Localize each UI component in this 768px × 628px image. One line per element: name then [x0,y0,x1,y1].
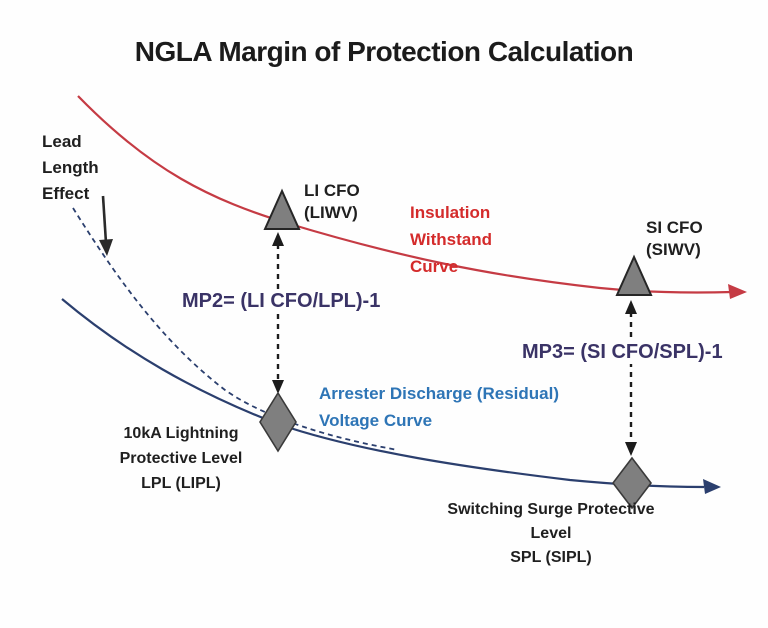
lead-length-line: Effect [42,184,90,203]
arrester-line: Voltage Curve [319,411,433,430]
li-cfo-triangle [263,188,301,230]
lpl-line: LPL (LIPL) [141,475,221,492]
spl-line: Switching Surge Protective [447,501,655,518]
lpl-label: 10kA Lightning Protective Level LPL (LIP… [81,421,281,496]
li-cfo-line: LI CFO [304,181,360,200]
lpl-diamond [259,391,297,453]
mp3-arrowhead-down-icon [625,442,637,456]
mp2-arrowhead-down-icon [272,380,284,394]
mp2-formula: MP2= (LI CFO/LPL)-1 [179,290,384,313]
lead-length-pointer-arrowhead-icon [99,239,113,256]
spl-line: Level [530,525,572,542]
lead-length-line: Lead [42,132,82,151]
mp3-arrowhead-up-icon [625,300,637,314]
insulation-line: Curve [410,257,459,276]
si-cfo-triangle [615,254,653,296]
spl-line: SPL (SIPL) [510,549,592,566]
insulation-line: Insulation [410,203,491,222]
arrester-discharge-curve-label: Arrester Discharge (Residual) Voltage Cu… [319,380,559,434]
lead-length-pointer-arrow [101,195,108,244]
li-cfo-label: LI CFO (LIWV) [304,180,360,224]
spl-label: Switching Surge Protective Level SPL (SI… [431,498,671,570]
li-cfo-line: (LIWV) [304,203,358,222]
arrester-curve-arrowhead-icon [703,479,721,494]
lpl-line: 10kA Lightning [123,425,239,442]
page-title: NGLA Margin of Protection Calculation [134,36,634,67]
insulation-curve-arrowhead-icon [728,284,747,299]
lead-length-effect-curve [72,207,399,451]
mp2-arrowhead-up-icon [272,232,284,246]
lead-length-effect-label: Lead Length Effect [42,129,99,207]
lpl-line: Protective Level [119,450,243,467]
mp3-formula: MP3= (SI CFO/SPL)-1 [519,341,726,364]
arrester-line: Arrester Discharge (Residual) [319,384,559,403]
insulation-line: Withstand [410,230,493,249]
spl-diamond [611,456,653,510]
insulation-withstand-curve-label: Insulation Withstand Curve [410,199,492,280]
si-cfo-line: (SIWV) [646,240,701,259]
si-cfo-line: SI CFO [646,218,703,237]
si-cfo-label: SI CFO (SIWV) [646,217,703,261]
insulation-withstand-curve [77,95,733,294]
lead-length-line: Length [42,158,99,177]
